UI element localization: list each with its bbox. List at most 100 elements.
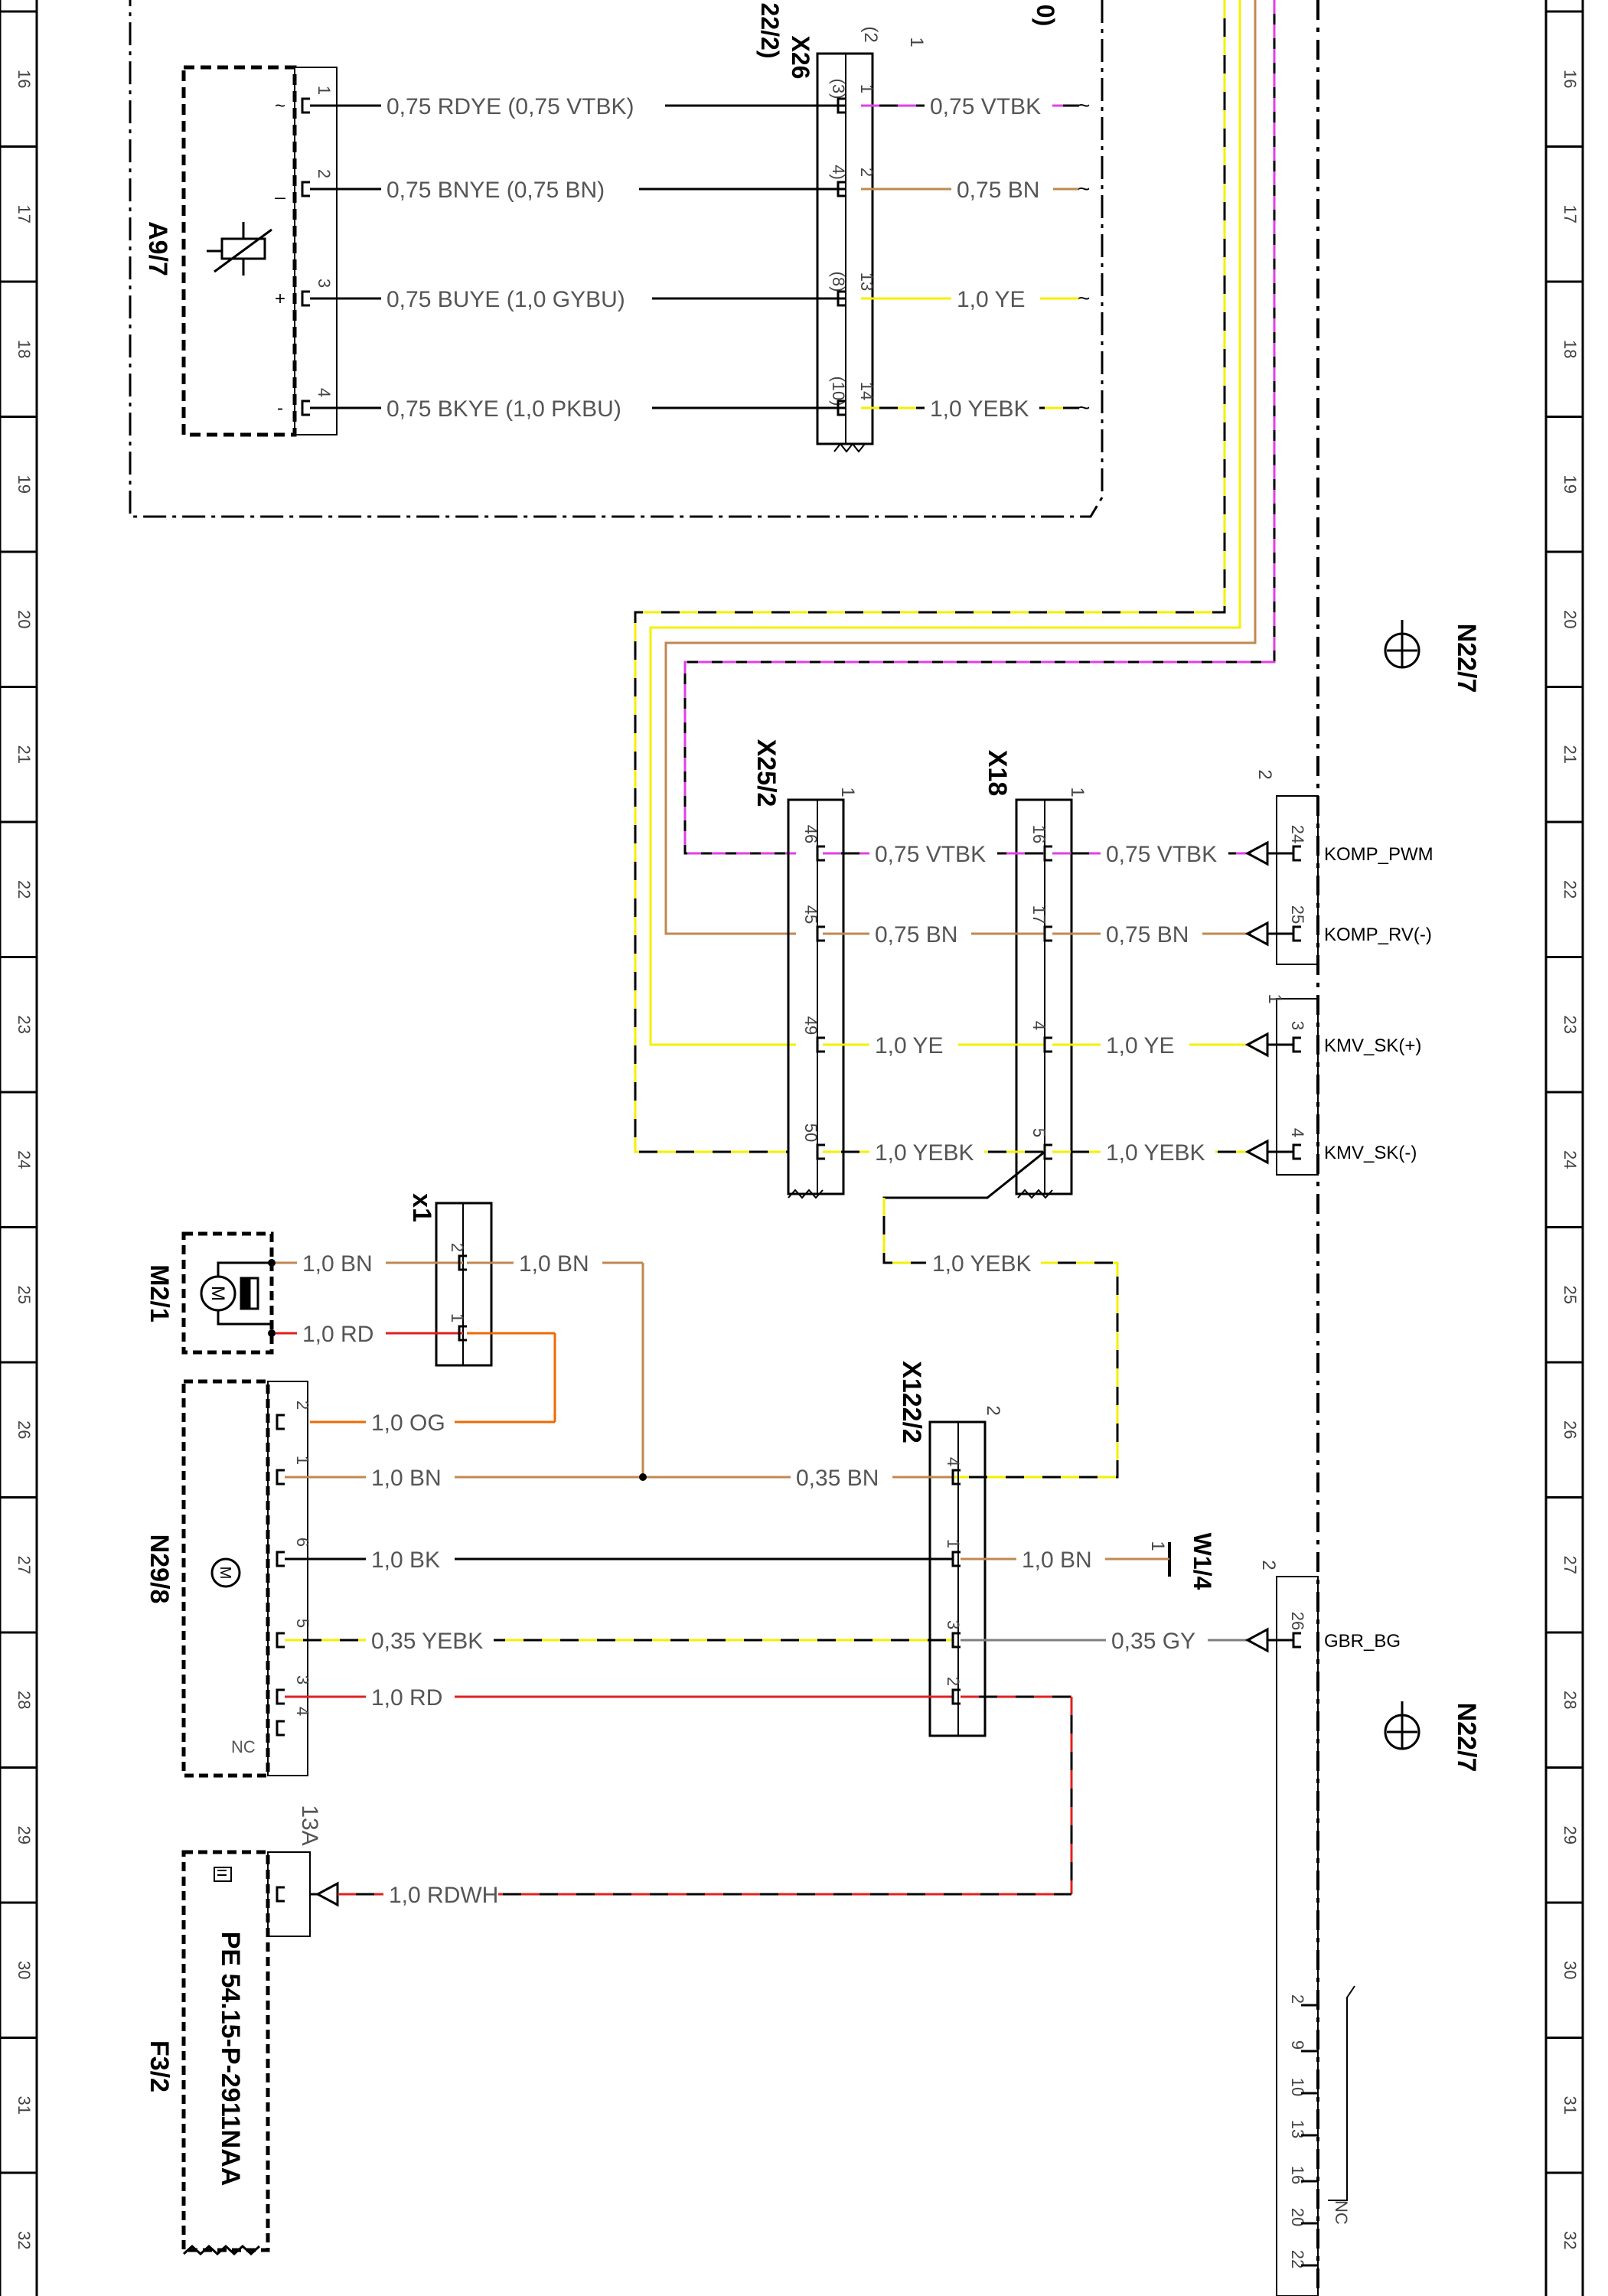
motor-icon: M [210,1557,241,1588]
wire-label-bg [381,285,652,313]
x25-2-pin-number: 50 [801,1124,820,1142]
grid-row-label: 20 [1561,610,1580,628]
wire-label-bg [869,921,971,948]
svg-text:M: M [207,1286,228,1301]
x26-pin-number: 2 [857,168,876,177]
grid-row-label: 25 [15,1286,34,1304]
wire-label-bg [366,1409,455,1437]
x18-branch-label: 1,0 YEBK [932,1251,1032,1277]
n29-8-pin-number: 4 [293,1707,312,1716]
grid-row-label: 26 [15,1420,34,1439]
grid-row-label: 32 [1561,2231,1580,2249]
wire-label-bg [366,1546,455,1574]
f3-2-wire-label: 1,0 RDWH [389,1883,498,1908]
a9-7-wire-label: 0,75 BKYE (1,0 PKBU) [387,396,621,422]
terminal-icon [951,1688,961,1705]
terminal-icon [837,181,846,197]
x25-2-connector [787,798,845,1195]
arrow-icon [315,1881,339,1907]
n29-8-pin-number: 2 [293,1401,312,1410]
motor-icon: M [200,1261,272,1326]
n29-8-wire-label: 1,0 BK [371,1548,440,1573]
grid-row-label: 20 [15,610,34,628]
x18-pin-number: 17 [1029,905,1049,924]
x1-pin-number: 2 [448,1243,467,1252]
a9-7-pin-symbol: + [275,289,285,309]
n29-8-nc-label: NC [231,1737,256,1756]
a9-7-pin-number: 3 [315,279,334,288]
n29-8-wire-label: 1,0 BN [371,1466,442,1491]
x18-break-mark [1017,1189,1053,1199]
terminal-icon [458,1325,467,1342]
x18-label: X18 [983,750,1012,797]
x26-pin-number: 13 [857,272,876,291]
n22-7-connector-1-label: 1 [1264,993,1285,1003]
grid-row-label: 29 [15,1826,34,1844]
w1-4-label: W1/4 [1189,1533,1216,1590]
f3-2-rating: 13A [297,1805,322,1845]
grid-row-label: 21 [1561,745,1580,764]
a9-7-box [181,65,297,437]
top-cut-label: 0) [1032,5,1059,26]
grid-row-label: 32 [15,2231,34,2249]
x18-branch-label-bg [926,1249,1041,1277]
wire-label-bg [1101,1032,1189,1059]
grid-row-label: 22 [15,880,34,899]
grid-row-label: 29 [1561,1826,1580,1844]
terminal-icon [301,181,310,197]
grid-row-label: 19 [15,475,34,494]
n29-8-label: N29/8 [145,1534,174,1604]
terminal-icon [816,845,825,862]
terminal-icon [301,97,310,114]
n22-7-connector-2 [1276,795,1319,965]
x25-2-break-mark [788,1189,824,1199]
wire-label-bg [869,1032,958,1059]
m2-1-wire-label: 1,0 BN [302,1251,373,1277]
wire-label-bg [869,840,997,868]
x25-2-wire-label: 0,75 BN [875,922,957,947]
f3-2-break-mark [182,2244,261,2256]
grid-row-label: 31 [1561,2096,1580,2115]
wire-label-bg [925,395,1039,422]
m2-1-node [268,1329,276,1337]
n22-7-signal-label: KOMP_PWM [1324,844,1434,865]
n22-7-connector-2-label: 2 [1254,769,1275,779]
n29-8-connector [267,1381,308,1776]
grid-row-label: 27 [1561,1556,1580,1574]
n22-7-signal-label: KOMP_RV(-) [1324,925,1432,945]
a9-7-wires: ~10,75 RDYE (0,75 VTBK)(3)10,75 VTBK~_20… [274,79,1090,422]
n22-7-connector-3-label: 2 [1258,1560,1279,1570]
terminal-icon [1043,1143,1052,1160]
n29-8-pin-number: 3 [293,1675,312,1684]
grid-row-label: 22 [1561,880,1580,899]
wire-label-bg [366,1464,455,1492]
f3-2-label: F3/2 [145,2040,174,2092]
m2-1-wire-label: 1,0 RD [302,1322,373,1347]
x25-2-wire-label: 0,75 VTBK [875,842,986,867]
x26-output-wire-label: 0,75 BN [957,178,1039,203]
wire-label-bg [1016,1546,1105,1574]
a9-7-label: A9/7 [143,221,172,276]
x1-output-wire-label: 1,0 BN [519,1251,589,1277]
nc-label: NC [1332,2200,1351,2225]
wire-label-bg [366,1627,494,1655]
grid-row-label: 30 [15,1961,34,1979]
terminal-icon [276,1720,285,1737]
x26-sub-label: 22/2) [756,3,784,59]
f3-2-ref: PE 54.15-P-2911NAA [216,1932,245,2187]
wire-label-bg [1101,1139,1215,1166]
transistor-icon [1384,620,1420,669]
terminal-icon [1292,1143,1301,1160]
n29-8-pin-number: 6 [293,1538,312,1547]
nc-pin-number: 2 [1288,1994,1307,2004]
n22-7-connector-1 [1276,998,1319,1176]
x122-2-pin-top: 2 [983,1405,1003,1415]
grid-row-label: 25 [1561,1286,1580,1304]
n22-7-signal-label: KMV_SK(-) [1324,1143,1417,1163]
x18-pin-top: 1 [1067,787,1088,797]
grid-row-label: 24 [15,1150,34,1169]
nc-pin-number: 9 [1288,2040,1307,2050]
